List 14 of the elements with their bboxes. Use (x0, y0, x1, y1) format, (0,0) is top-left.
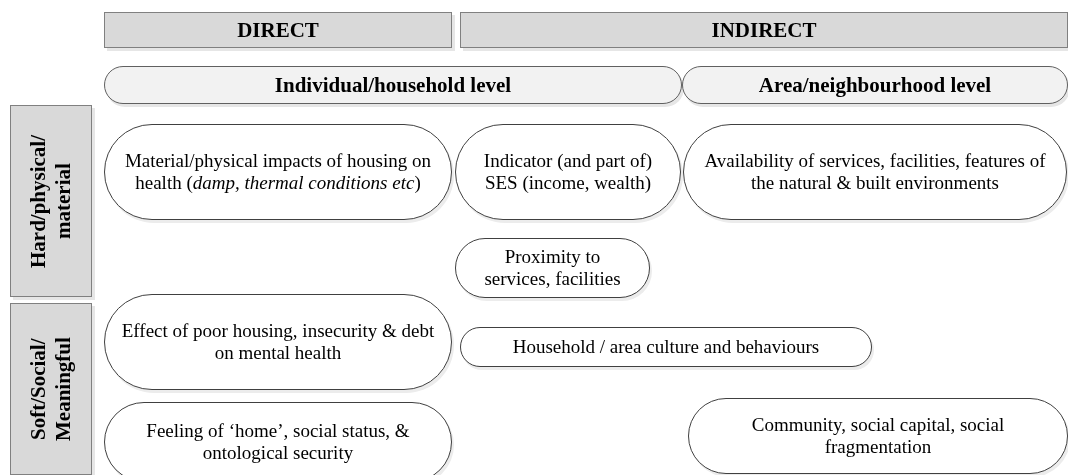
row-header: Hard/physical/ material (10, 105, 92, 297)
level-header: Individual/household level (104, 66, 682, 104)
pathway-node: Proximity to services, facilities (455, 238, 650, 298)
pathway-node: Effect of poor housing, insecurity & debt on mental health (104, 294, 452, 390)
row-header: Soft/Social/ Meaningful (10, 303, 92, 475)
column-header: DIRECT (104, 12, 452, 48)
pathway-node: Household / area culture and behaviours (460, 327, 872, 367)
pathway-node: Availability of services, facilities, features of the natural & built environments (683, 124, 1067, 220)
column-header: INDIRECT (460, 12, 1068, 48)
pathway-node: Indicator (and part of) SES (income, wealth) (455, 124, 681, 220)
pathway-node: Feeling of ‘home’, social status, & ontological security (104, 402, 452, 475)
level-header: Area/neighbourhood level (682, 66, 1068, 104)
pathway-node: Material/physical impacts of housing on health (damp, thermal conditions etc) (104, 124, 452, 220)
pathway-node: Community, social capital, social fragmentation (688, 398, 1068, 474)
